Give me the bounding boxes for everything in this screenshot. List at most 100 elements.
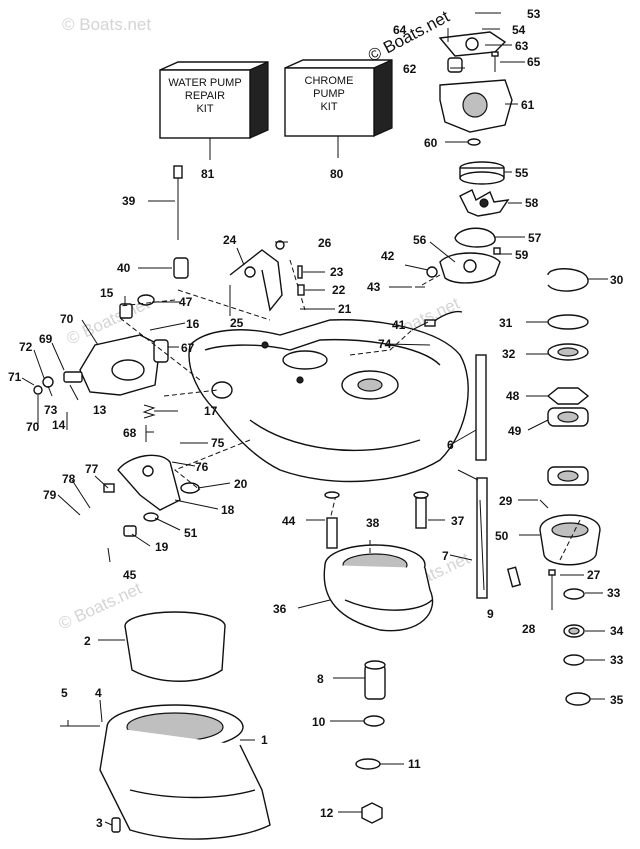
svg-text:KIT: KIT [196,103,213,115]
callout-7: 7 [442,549,449,563]
callout-73: 73 [44,403,58,417]
callout-26: 26 [318,236,332,250]
callout-13: 13 [93,403,107,417]
callout-16: 16 [186,317,200,331]
callout-28: 28 [522,622,536,636]
callout-19: 19 [155,540,169,554]
callout-44: 44 [282,514,296,528]
callout-32: 32 [502,347,516,361]
callout-4: 4 [95,686,102,700]
svg-text:WATER PUMP: WATER PUMP [168,77,241,89]
callout-61: 61 [521,98,535,112]
pump-housing [188,319,469,483]
callout-79: 79 [43,488,57,502]
callout-78: 78 [62,472,76,486]
callout-9: 9 [487,607,494,621]
callout-12: 12 [320,806,334,820]
svg-text:REPAIR: REPAIR [185,90,225,102]
callout-70-lower: 70 [26,420,40,434]
callout-47: 47 [179,295,193,309]
callout-20: 20 [234,477,248,491]
left-assembly [33,165,285,537]
callout-71: 71 [8,370,22,384]
callout-74: 74 [378,337,392,351]
callout-3: 3 [96,816,103,830]
callout-64: 64 [393,23,407,37]
impeller [323,544,434,632]
callout-leaders [21,12,608,833]
callout-1: 1 [261,733,268,747]
callout-76: 76 [195,460,209,474]
middle-hardware [297,265,463,549]
kit-water-pump-repair: WATER PUMP REPAIR KIT 81 [159,61,269,181]
callout-54: 54 [512,23,526,37]
dashed-lines [119,259,581,561]
callout-18: 18 [221,503,235,517]
callout-42: 42 [381,249,395,263]
callout-70-upper: 70 [60,312,74,326]
callout-50: 50 [495,529,509,543]
callout-29: 29 [499,494,513,508]
svg-text:CHROME: CHROME [305,75,354,87]
callout-21: 21 [338,302,352,316]
callout-41: 41 [392,318,406,332]
callout-69: 69 [39,332,53,346]
callout-75: 75 [211,436,225,450]
callout-numbers: 1 2 3 4 5 6 7 8 9 10 11 12 13 14 15 16 1… [8,7,624,830]
bottom-middle-parts [355,660,386,824]
callout-23: 23 [330,265,344,279]
watermark-top-left: © Boats.net [62,15,151,34]
callout-35: 35 [610,693,624,707]
callout-15: 15 [100,286,114,300]
callout-57: 57 [528,231,542,245]
callout-37: 37 [451,514,465,528]
kit-chrome-pump: CHROME PUMP KIT 80 [284,59,393,181]
callout-40: 40 [117,261,131,275]
callout-55: 55 [515,166,529,180]
callout-17: 17 [204,404,218,418]
callout-49: 49 [508,424,522,438]
callout-77: 77 [85,462,99,476]
callout-36: 36 [273,602,287,616]
callout-72: 72 [19,340,33,354]
callout-27: 27 [587,568,601,582]
callout-59: 59 [515,248,529,262]
callout-58: 58 [525,196,539,210]
callout-51: 51 [184,526,198,540]
callout-6: 6 [447,438,454,452]
callout-2: 2 [84,634,91,648]
callout-14: 14 [52,418,66,432]
callout-22: 22 [332,283,346,297]
callout-33-upper: 33 [607,586,621,600]
callout-80: 80 [330,167,344,181]
callout-81: 81 [201,167,215,181]
callout-30: 30 [610,273,624,287]
callout-65: 65 [527,55,541,69]
callout-63: 63 [515,39,529,53]
watermark-top-right: © Boats.net [365,7,453,66]
callout-56: 56 [413,233,427,247]
wear-ring [124,611,226,682]
callout-68: 68 [123,426,137,440]
callout-24: 24 [223,233,237,247]
callout-62: 62 [403,62,417,76]
callout-38: 38 [366,516,380,530]
callout-48: 48 [506,389,520,403]
callout-31: 31 [499,316,513,330]
drive-shaft [475,354,522,599]
callout-39: 39 [122,194,136,208]
callout-34: 34 [610,624,624,638]
callout-67: 67 [181,341,195,355]
callout-25: 25 [230,316,244,330]
callout-33-lower: 33 [610,653,624,667]
callout-60: 60 [424,136,438,150]
intake-housing [99,704,271,840]
callout-53: 53 [527,7,541,21]
svg-text:PUMP: PUMP [313,88,345,100]
callout-8: 8 [317,672,324,686]
callout-10: 10 [312,715,326,729]
callout-11: 11 [408,757,421,771]
svg-text:KIT: KIT [320,101,337,113]
callout-45: 45 [123,568,137,582]
